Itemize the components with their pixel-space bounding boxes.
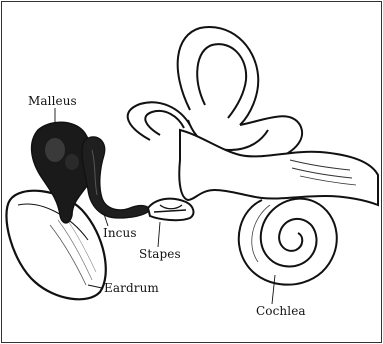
vestibule-shape — [179, 130, 378, 205]
semicircular-canals-shape — [128, 27, 302, 160]
stapes-shape — [148, 199, 193, 221]
label-cochlea: Cochlea — [256, 305, 306, 317]
label-incus: Incus — [103, 227, 137, 239]
cochlea-shape — [239, 199, 337, 285]
label-stapes: Stapes — [139, 248, 181, 260]
label-malleus: Malleus — [28, 95, 77, 107]
incus-shape — [82, 137, 150, 218]
eardrum-shape — [6, 191, 105, 300]
label-eardrum: Eardrum — [104, 282, 159, 294]
